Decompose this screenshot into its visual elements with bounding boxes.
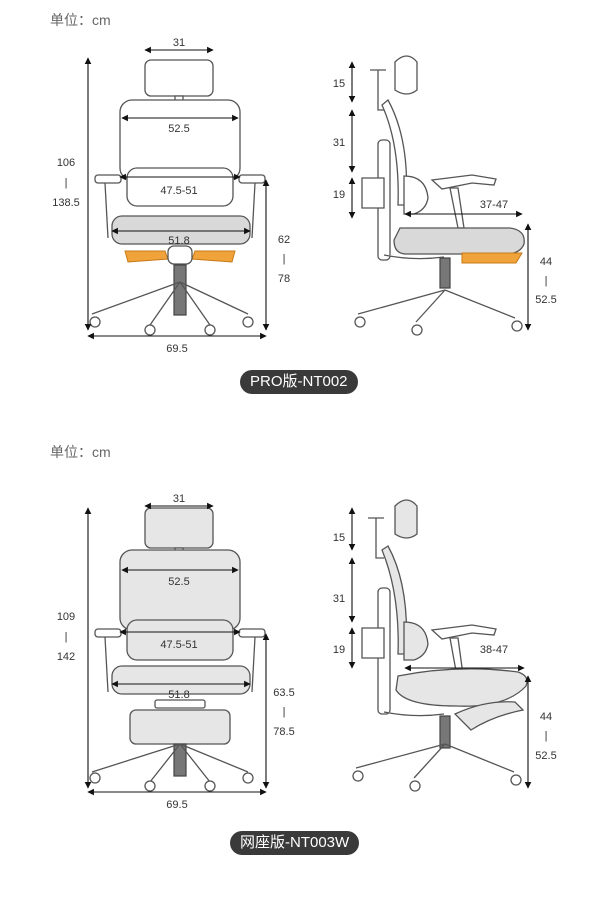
dim-seat-depth: 37-47 [480, 199, 508, 211]
footrest [129, 709, 231, 745]
dim-height-max: 142 [57, 651, 75, 663]
dim-arm-height-min: 63.5 [273, 687, 294, 699]
highlight-footrest-right [191, 250, 236, 263]
dim-arm-height-sep: | [283, 706, 286, 718]
dim-arm-height-max: 78 [278, 273, 290, 285]
headrest [144, 59, 214, 97]
dim-lumbar: 19 [333, 644, 345, 656]
highlight-footrest-left [124, 250, 169, 263]
dim-arm-height-max: 78.5 [273, 726, 294, 738]
dim-seat-height-max: 52.5 [535, 750, 556, 762]
dim-back-width: 52.5 [168, 576, 189, 588]
dimension-diagram: 31 52.5 47.5-51 51.8 109 | 142 63.5 | 78… [57, 493, 557, 811]
armrest-right [238, 628, 266, 638]
dim-height-min: 106 [57, 157, 75, 169]
dim-seat-height-sep: | [545, 275, 548, 287]
dim-armrest-width: 47.5-51 [160, 639, 197, 651]
side-gas-lift [439, 257, 451, 289]
side-headrest [394, 55, 418, 95]
side-backrest [381, 98, 408, 206]
dim-seat-height-max: 52.5 [535, 294, 556, 306]
dim-lumbar: 19 [333, 189, 345, 201]
dim-height-sep: | [65, 177, 68, 189]
chair-spec-section-mesh: 单位：cm 31 52.5 [0, 432, 600, 905]
front-view-chair [89, 59, 266, 336]
armrest-left [94, 174, 122, 184]
dim-back-width: 52.5 [168, 123, 189, 135]
dim-arm-height-sep: | [283, 253, 286, 265]
side-seat [395, 668, 528, 707]
side-headrest [394, 499, 418, 539]
dim-base-width: 69.5 [166, 343, 187, 355]
dim-seat-depth: 38-47 [480, 644, 508, 656]
dim-seat-width: 51.8 [168, 689, 189, 701]
armrest-left [94, 628, 122, 638]
unit-label: 单位：cm [50, 12, 111, 28]
backrest [119, 549, 241, 631]
dim-back-height: 31 [333, 137, 345, 149]
side-view-chair [354, 55, 525, 336]
dim-arm-height-min: 62 [278, 234, 290, 246]
dim-base-width: 69.5 [166, 799, 187, 811]
side-gas-lift [439, 715, 451, 749]
side-highlight-footrest [461, 252, 523, 264]
side-armrest [430, 174, 497, 190]
dim-headrest-adjust: 15 [333, 78, 345, 90]
gas-lift [173, 264, 187, 316]
armrest-right [238, 174, 266, 184]
model-badge: PRO版-NT002 [240, 370, 358, 394]
dim-headrest-width: 31 [173, 37, 185, 49]
side-footrest [453, 701, 525, 731]
side-backrest [381, 545, 408, 655]
chair-spec-section-pro: 单位：cm 31 52.5 [0, 0, 600, 420]
side-armrest [430, 624, 497, 640]
dim-height-sep: | [65, 631, 68, 643]
dim-seat-height-min: 44 [540, 711, 552, 723]
dim-seat-width: 51.8 [168, 235, 189, 247]
model-badge: 网座版-NT003W [230, 831, 360, 855]
side-seat [393, 227, 525, 255]
dimension-diagram: 31 52.5 47.5-51 51.8 106 | 138.5 62 | 78… [52, 37, 556, 355]
dim-height-min: 109 [57, 611, 75, 623]
dim-headrest-adjust: 15 [333, 532, 345, 544]
dim-armrest-width: 47.5-51 [160, 185, 197, 197]
unit-label: 单位：cm [50, 444, 111, 460]
dim-height-max: 138.5 [52, 197, 80, 209]
side-view-chair [352, 499, 528, 792]
dim-back-height: 31 [333, 593, 345, 605]
dim-seat-height-min: 44 [540, 256, 552, 268]
dim-headrest-width: 31 [173, 493, 185, 505]
headrest [144, 507, 214, 549]
dim-seat-height-sep: | [545, 730, 548, 742]
